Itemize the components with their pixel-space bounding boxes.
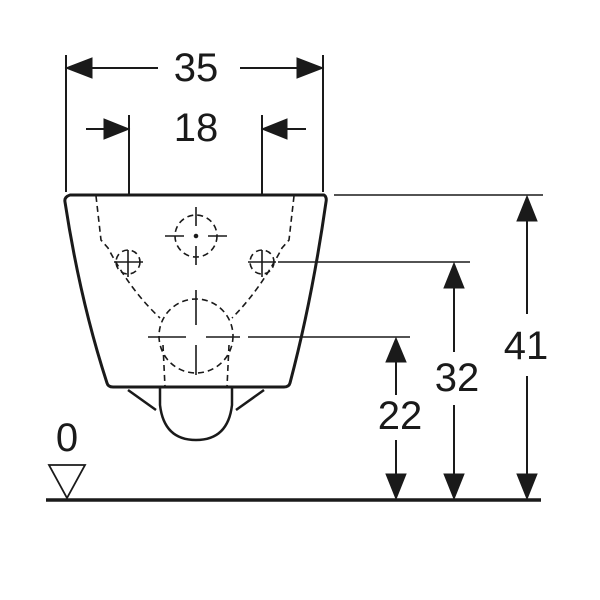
label-outlet-height: 22 — [377, 394, 423, 438]
arrow-up-icon — [385, 336, 407, 363]
label-fixing-height: 32 — [434, 356, 480, 400]
arrow-up-icon — [516, 194, 538, 222]
arrow-right-icon — [296, 57, 325, 79]
label-floor-reference: 0 — [55, 416, 79, 460]
height-dimension-32 — [443, 261, 465, 501]
height-dimension-41 — [516, 194, 538, 501]
arrow-left-icon — [64, 57, 93, 79]
floor-level-triangle-icon — [47, 464, 87, 500]
arrow-right-icon — [103, 118, 131, 140]
arrow-left-icon — [260, 118, 288, 140]
center-marks — [114, 207, 276, 375]
width-dimension-35 — [64, 55, 325, 192]
label-overall-width: 35 — [173, 46, 219, 90]
arrow-up-icon — [443, 261, 465, 289]
label-fixing-spacing: 18 — [173, 106, 219, 150]
height-dimension-22 — [385, 336, 407, 501]
label-overall-height: 41 — [503, 324, 549, 368]
extension-lines — [248, 194, 543, 338]
arrow-down-icon — [385, 473, 407, 501]
arrow-down-icon — [516, 473, 538, 501]
arrow-down-icon — [443, 473, 465, 501]
